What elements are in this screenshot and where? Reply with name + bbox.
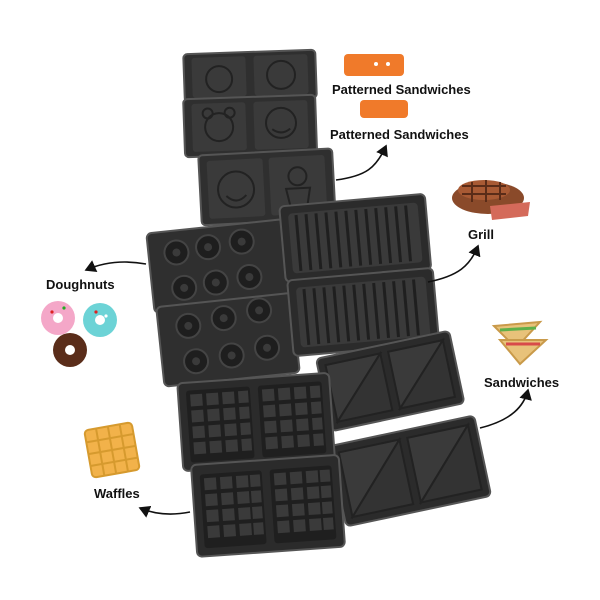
- donut-plate-top: [145, 218, 293, 314]
- label-doughnuts: Doughnuts: [46, 277, 115, 292]
- arrow-icon: [84, 144, 532, 518]
- grill-plate-bottom: [286, 267, 440, 357]
- label-patterned-sandwiches-second: Patterned Sandwiches: [330, 127, 469, 142]
- label-patterned-sandwiches-top: Patterned Sandwiches: [332, 82, 471, 97]
- patterned-plate-second: [182, 93, 318, 159]
- sandwich-plate-bottom: [329, 415, 492, 527]
- label-waffles: Waffles: [94, 486, 140, 501]
- donut-plate-bottom: [155, 292, 301, 388]
- sandwich-plate-top: [315, 330, 465, 432]
- sandwich-icon: [491, 320, 549, 366]
- label-grill: Grill: [468, 227, 495, 242]
- cookie-icon: [344, 54, 408, 118]
- patterned-plate-top: [182, 48, 318, 104]
- label-sandwiches: Sandwiches: [484, 375, 560, 390]
- steak-icon: [452, 180, 530, 220]
- donuts-icon: [41, 301, 117, 367]
- waffle-plate-bottom: [190, 454, 346, 558]
- waffle-icon: [83, 421, 141, 479]
